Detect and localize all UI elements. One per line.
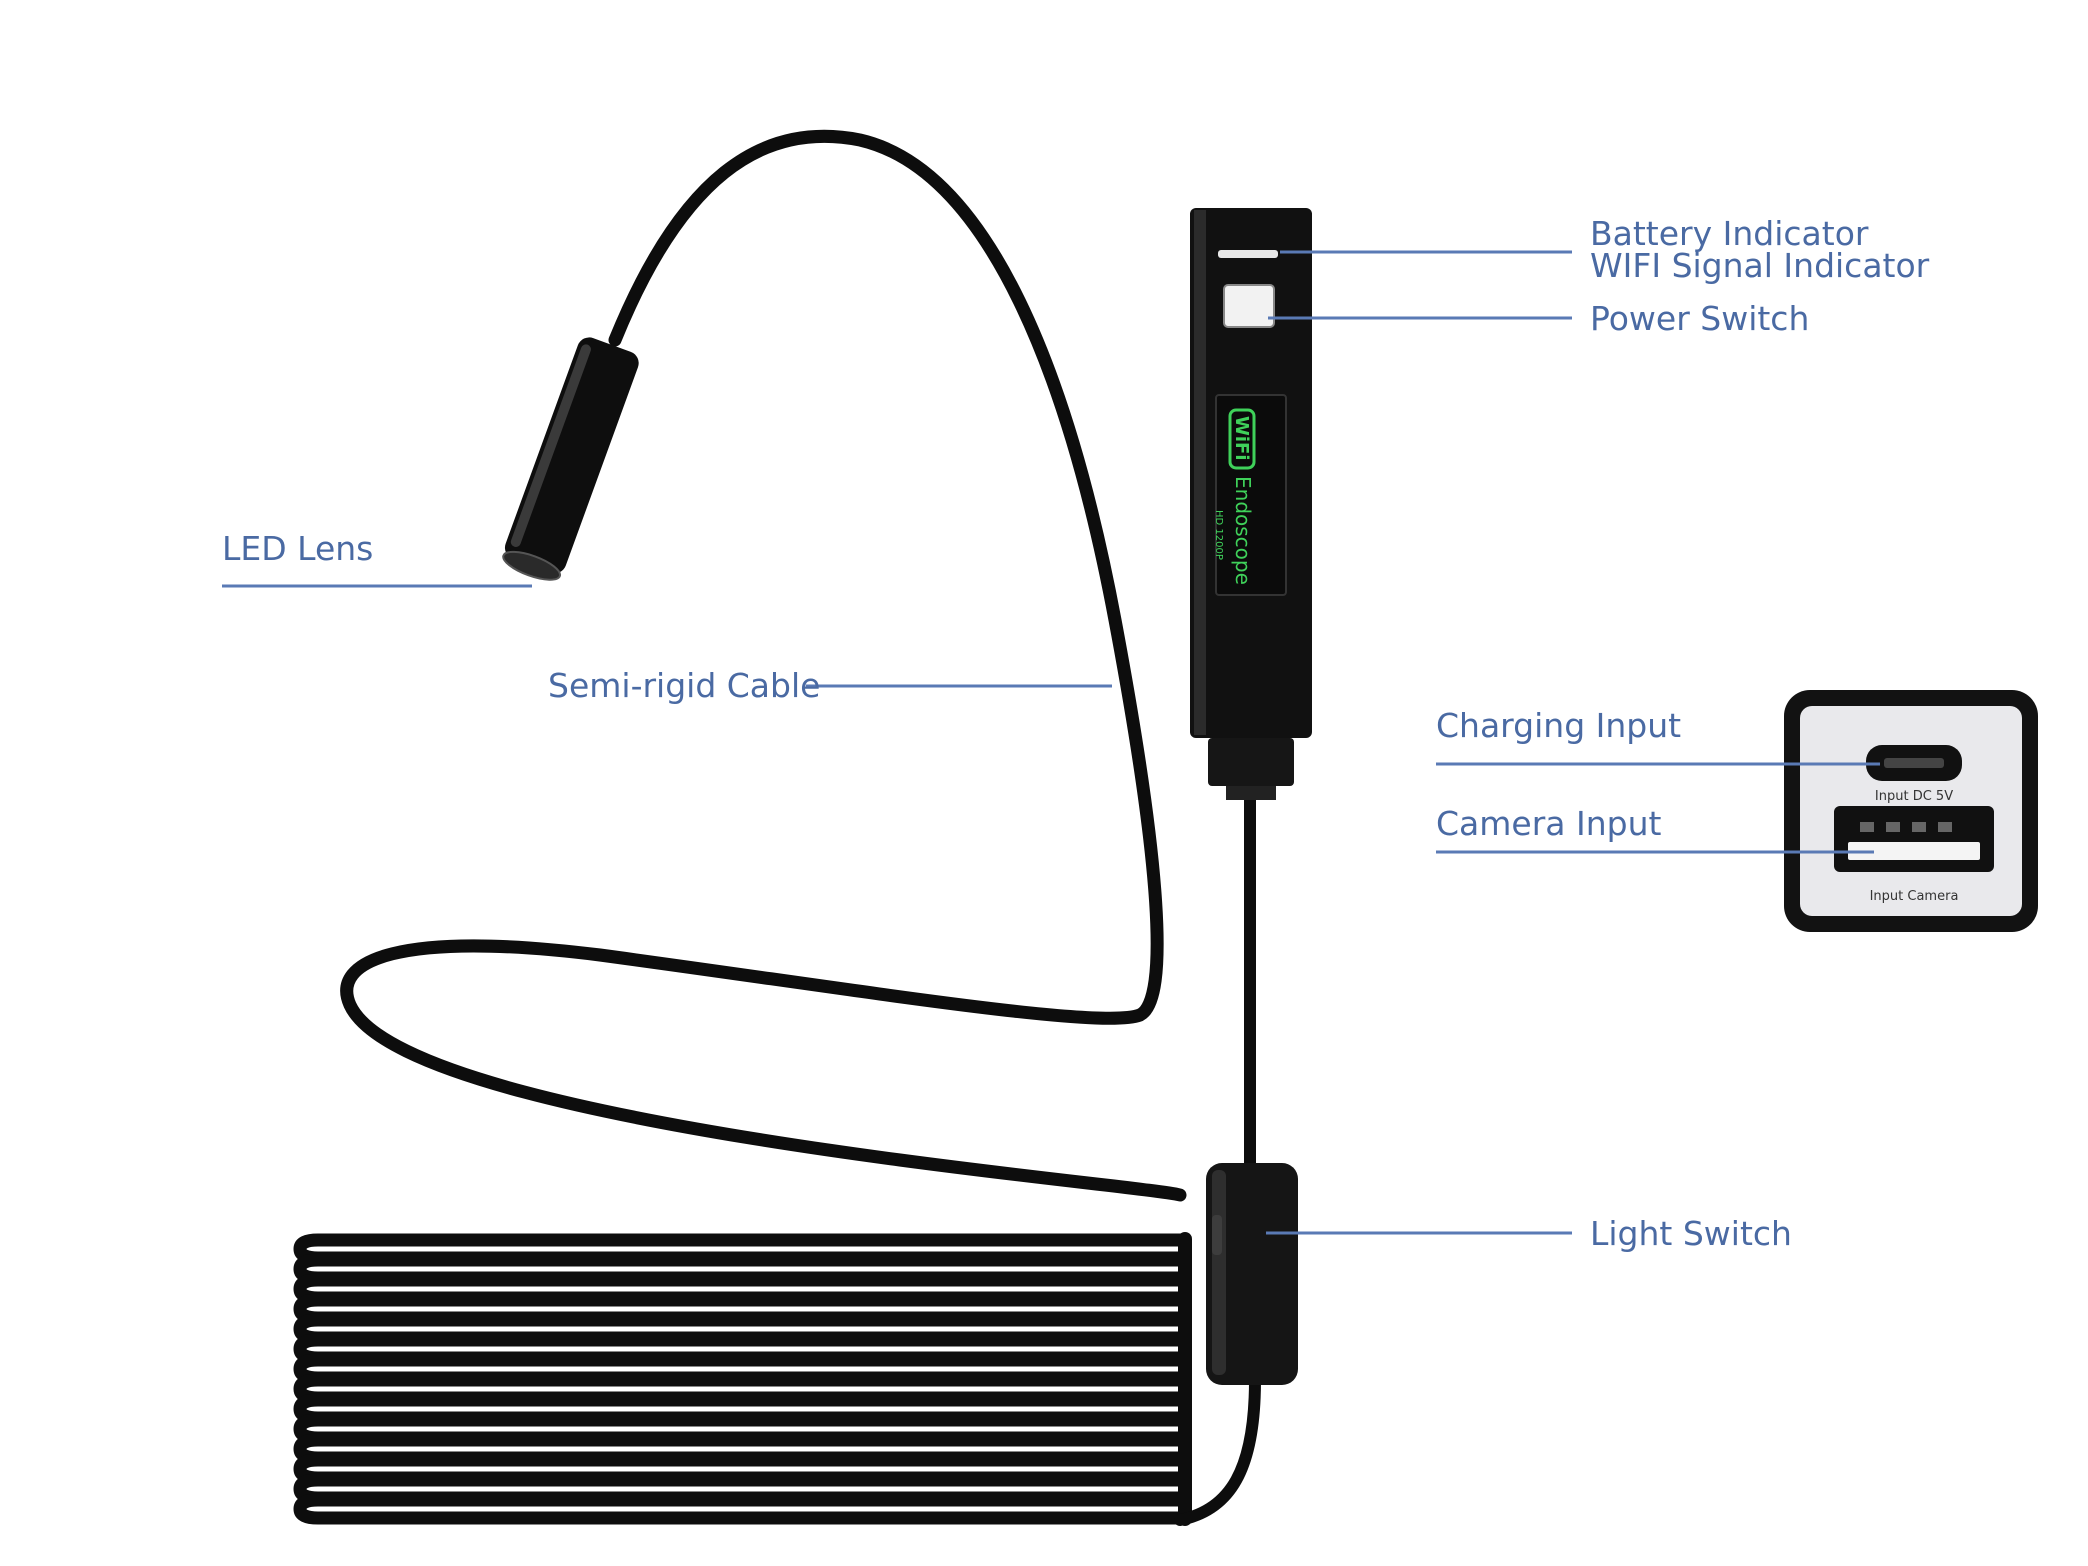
wifi-box: WiFi Endoscope HD 1200P [1190,208,1312,800]
battery-wifi-indicator-led [1218,250,1278,258]
dc-input-label: Input DC 5V [1875,789,1953,804]
coiled-cable [293,1232,1192,1526]
led-lens-probe [502,337,639,581]
label-light-switch: Light Switch [1590,1214,1792,1253]
lower-cable-path [1174,1374,1261,1526]
usb-a-port [1834,806,1994,872]
light-switch-button [1212,1215,1222,1255]
label-camera-input: Camera Input [1436,804,1662,843]
label-power-switch: Power Switch [1590,299,1809,338]
coil-loop [293,1493,1189,1525]
camera-input-port-label: Input Camera [1870,889,1959,904]
device-name-text: Endoscope [1231,476,1255,585]
device-model-text: HD 1200P [1213,510,1224,560]
port-panel: Input DC 5V Input Camera [1784,690,2038,932]
power-switch-button [1223,284,1275,328]
label-wifi-signal-indicator: WIFI Signal Indicator [1590,246,1930,285]
usb-plug [1208,738,1294,786]
label-led-lens: LED Lens [222,529,373,568]
label-charging-input: Charging Input [1436,706,1681,745]
coil-edge [1178,1232,1192,1526]
label-battery-indicator: Battery Indicator [1590,214,1869,253]
light-switch-module [1206,1163,1298,1385]
semi-rigid-cable-path [340,129,1187,1202]
label-semi-rigid-cable: Semi-rigid Cable [548,666,820,705]
wifi-logo-text: WiFi [1231,416,1252,461]
device-label-plate [1215,394,1287,596]
